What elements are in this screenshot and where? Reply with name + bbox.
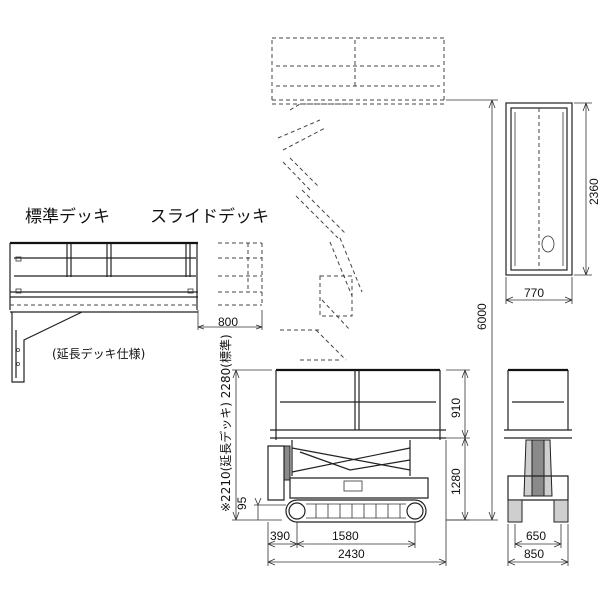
raised-platform-view [271,37,445,361]
height-note: ※2210(延長デッキ) 2280(標準) [218,334,233,512]
track-width-dim: 650 [526,529,546,543]
standard-deck-view [9,241,198,383]
standard-deck-label: 標準デッキ [25,206,110,227]
top-view-height-dim: 2360 [587,178,600,205]
front-view [504,368,572,523]
top-view [505,102,573,276]
slide-deck-view [197,242,263,330]
platform-height-dim: 1280 [449,468,463,495]
total-length-dim: 2430 [338,547,365,561]
top-view-width-dim: 770 [524,286,544,300]
extended-deck-spec-label: (延長デッキ仕様) [52,346,145,361]
machine-side-view [267,368,446,523]
total-width-dim: 850 [524,547,544,561]
ground-clearance-dim: 95 [235,496,249,510]
wheelbase-dim: 1580 [332,529,359,543]
total-height-dim: 6000 [475,303,489,330]
slide-deck-label: スライドデッキ [150,206,269,227]
slide-extension-dim: 800 [218,315,238,329]
guardrail-height-dim: 910 [449,398,463,418]
front-overhang-dim: 390 [270,529,290,543]
